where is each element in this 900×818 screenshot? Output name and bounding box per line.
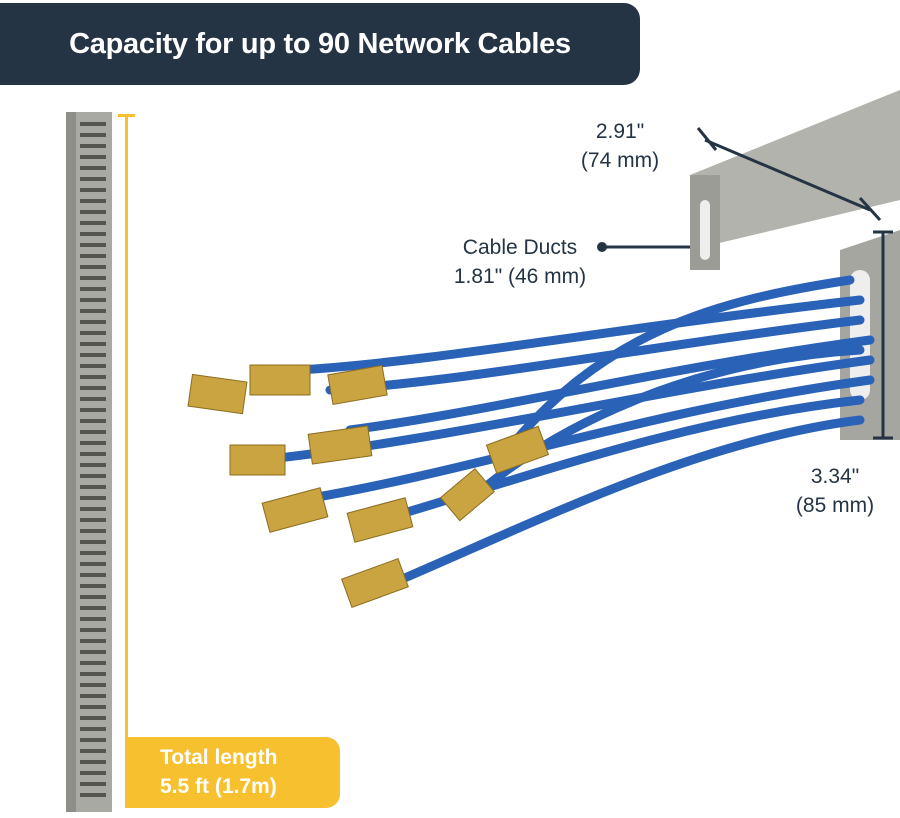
duct-slot <box>80 452 106 456</box>
duct-slot <box>80 276 106 280</box>
cable-ducts-label: Cable Ducts 1.81" (46 mm) <box>440 233 600 291</box>
duct-slot <box>80 639 106 643</box>
duct-slot <box>80 430 106 434</box>
callout-dot <box>597 242 607 252</box>
duct-slot <box>80 221 106 225</box>
duct-slot <box>80 771 106 775</box>
duct-slot <box>80 375 106 379</box>
cable-ducts-label-line1: Cable Ducts <box>462 236 578 259</box>
duct-slot <box>80 166 106 170</box>
duct-slot <box>80 177 106 181</box>
duct-slot <box>80 320 106 324</box>
length-callout-line1: Total length <box>160 746 278 769</box>
duct-slot <box>80 727 106 731</box>
length-callout-line2: 5.5 ft (1.7m) <box>160 775 277 798</box>
duct-slot <box>80 529 106 533</box>
duct-section-image <box>690 90 900 440</box>
duct-slot <box>80 683 106 687</box>
duct-slot <box>80 463 106 467</box>
duct-slot <box>80 562 106 566</box>
duct-slot <box>80 738 106 742</box>
duct-slot <box>80 254 106 258</box>
duct-slot <box>80 243 106 247</box>
duct-slot <box>80 210 106 214</box>
duct-slot <box>80 705 106 709</box>
duct-slot <box>80 265 106 269</box>
duct-slot <box>80 287 106 291</box>
duct-slot <box>80 782 106 786</box>
cable-ducts-label-line2: 1.81" (46 mm) <box>453 265 587 288</box>
duct-slot <box>80 551 106 555</box>
height-label-line2: (85 mm) <box>795 494 875 517</box>
duct-slot <box>80 342 106 346</box>
height-label: 3.34" (85 mm) <box>785 462 885 520</box>
width-label-line1: 2.91" <box>595 120 645 143</box>
duct-slot <box>80 419 106 423</box>
length-indicator-line <box>125 115 128 740</box>
page-title: Capacity for up to 90 Network Cables <box>69 27 571 60</box>
duct-slot <box>80 793 106 797</box>
duct-slot <box>80 133 106 137</box>
duct-slot <box>80 298 106 302</box>
duct-slot <box>80 650 106 654</box>
duct-slot <box>80 485 106 489</box>
rj45-connectors <box>187 364 550 608</box>
length-indicator-tick <box>118 114 135 117</box>
duct-slot <box>80 408 106 412</box>
duct-slot <box>80 122 106 126</box>
height-label-line1: 3.34" <box>810 465 860 488</box>
length-callout: Total length 5.5 ft (1.7m) <box>125 737 340 808</box>
duct-slot <box>80 397 106 401</box>
duct-slot <box>80 760 106 764</box>
duct-slot <box>80 595 106 599</box>
duct-slot <box>80 188 106 192</box>
width-label-line2: (74 mm) <box>580 149 660 172</box>
duct-slot <box>80 353 106 357</box>
duct-slot <box>80 199 106 203</box>
duct-slot <box>80 617 106 621</box>
duct-slot <box>80 573 106 577</box>
duct-slot <box>80 584 106 588</box>
duct-slot <box>80 694 106 698</box>
network-cables-image <box>255 275 875 585</box>
vertical-duct-image <box>66 112 112 812</box>
duct-slot <box>80 309 106 313</box>
duct-slot <box>80 507 106 511</box>
duct-slot <box>80 518 106 522</box>
duct-slot <box>80 628 106 632</box>
duct-slot <box>80 441 106 445</box>
title-banner: Capacity for up to 90 Network Cables <box>0 3 640 85</box>
duct-slot <box>80 144 106 148</box>
duct-slot <box>80 749 106 753</box>
duct-slot <box>80 540 106 544</box>
duct-slot <box>80 386 106 390</box>
duct-slot <box>80 496 106 500</box>
duct-slot <box>80 364 106 368</box>
duct-slot <box>80 661 106 665</box>
width-label: 2.91" (74 mm) <box>570 117 670 175</box>
dimension-lines <box>605 127 893 440</box>
duct-slot <box>80 606 106 610</box>
duct-slot <box>80 672 106 676</box>
duct-slot <box>80 155 106 159</box>
duct-slot <box>80 331 106 335</box>
duct-slot <box>80 232 106 236</box>
duct-slot <box>80 474 106 478</box>
duct-slot <box>80 716 106 720</box>
